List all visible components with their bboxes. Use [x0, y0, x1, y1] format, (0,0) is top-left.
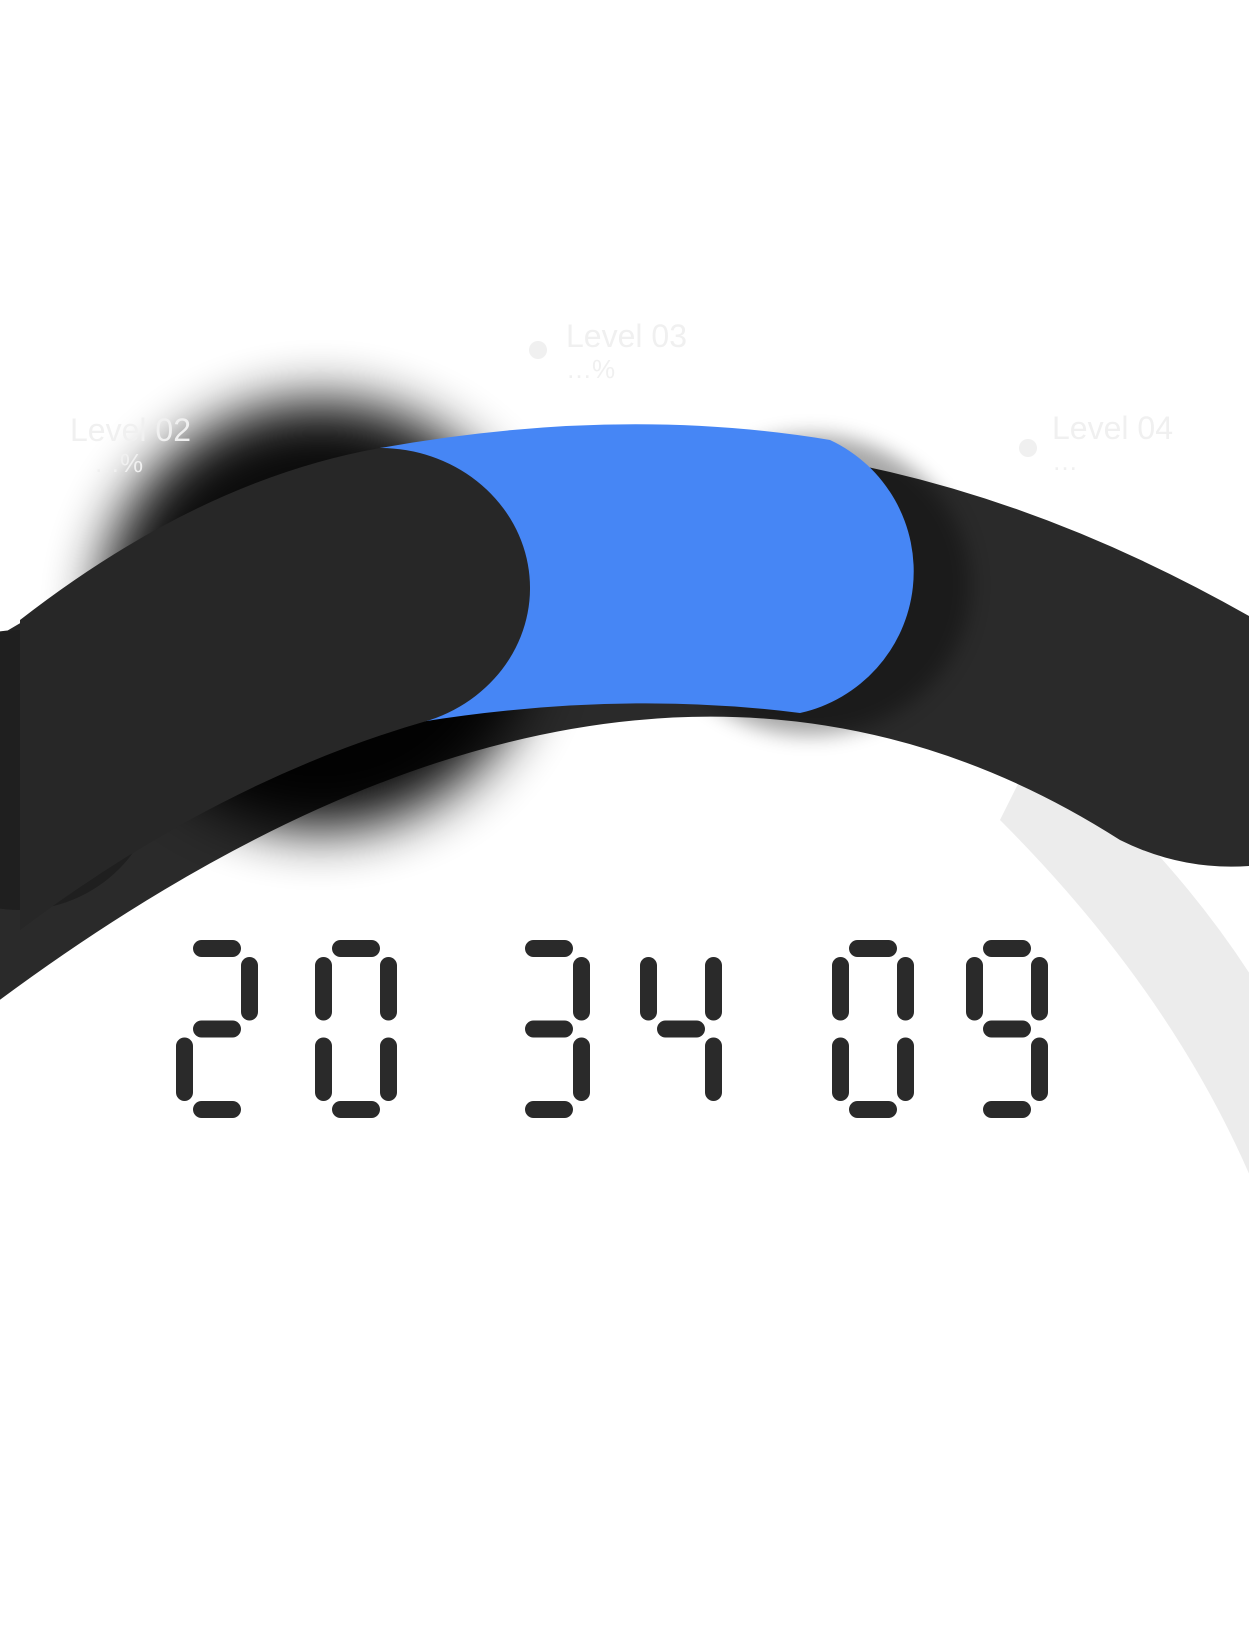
clock-segment-c — [705, 1037, 722, 1101]
clock-segment-b — [705, 957, 722, 1021]
clock-segment-c — [1031, 1037, 1048, 1101]
clock-segment-d — [983, 1101, 1031, 1118]
clock-segment-e — [832, 1037, 849, 1101]
clock-segment-a — [983, 940, 1031, 957]
clock-segment-e — [315, 1037, 332, 1101]
clock-segment-f — [966, 957, 983, 1021]
clock-segment-g — [193, 1020, 241, 1038]
clock-segment-f — [640, 957, 657, 1021]
clock-digit — [176, 940, 258, 1118]
clock-segment-c — [897, 1037, 914, 1101]
outer-track-arc — [1000, 740, 1249, 1174]
clock-digit — [315, 940, 397, 1118]
clock-segment-b — [380, 957, 397, 1021]
clock-segment-d — [332, 1101, 380, 1118]
clock-segment-g — [657, 1020, 705, 1038]
clock-digit — [832, 940, 914, 1118]
clock-segment-a — [332, 940, 380, 957]
clock-digit — [966, 940, 1048, 1118]
clock-segment-c — [380, 1037, 397, 1101]
clock-segment-b — [241, 957, 258, 1021]
clock-segment-f — [832, 957, 849, 1021]
clock-segment-b — [1031, 957, 1048, 1021]
clock-segment-d — [525, 1101, 573, 1118]
clock-segment-f — [315, 957, 332, 1021]
clock-digit — [525, 940, 590, 1118]
clock-segment-d — [193, 1101, 241, 1118]
digital-clock — [176, 940, 1048, 1118]
clock-segment-a — [525, 940, 573, 957]
clock-segment-c — [573, 1037, 590, 1101]
clock-segment-b — [897, 957, 914, 1021]
clock-segment-a — [193, 940, 241, 957]
clock-segment-g — [983, 1020, 1031, 1038]
segment-level-02[interactable] — [20, 448, 531, 930]
clock-segment-d — [849, 1101, 897, 1118]
clock-segment-b — [573, 957, 590, 1021]
level-03-dot — [529, 341, 547, 359]
clock-segment-g — [525, 1020, 573, 1038]
clock-segment-a — [849, 940, 897, 957]
level-04-dot — [1019, 439, 1037, 457]
clock-digit — [640, 957, 722, 1101]
clock-segment-e — [176, 1037, 193, 1101]
